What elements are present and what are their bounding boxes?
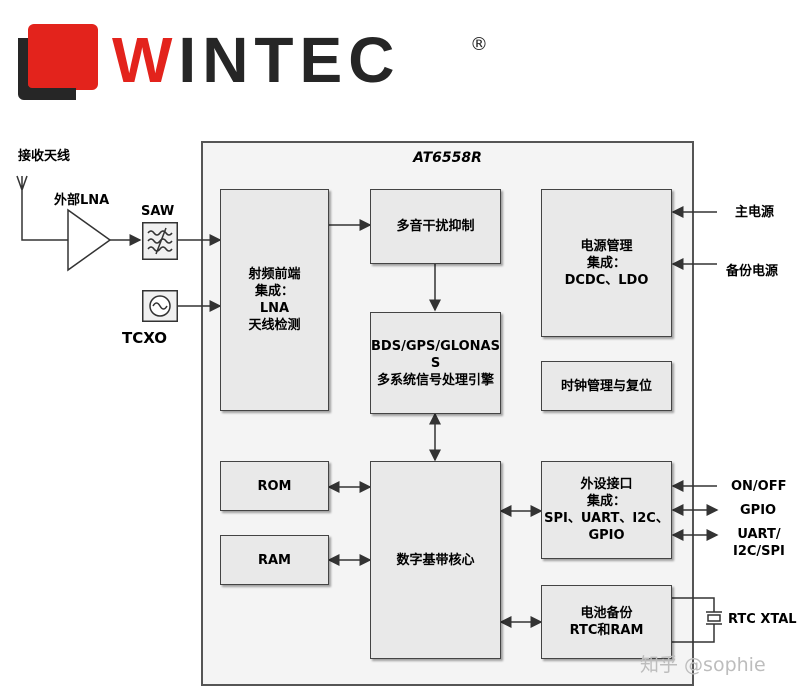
digital-baseband-block: 数字基带核心 <box>370 461 501 659</box>
signal-engine-block: BDS/GPS/GLONAS S 多系统信号处理引擎 <box>370 312 501 414</box>
tcxo-label: TCXO <box>122 329 168 347</box>
main-power-label: 主电源 <box>735 205 775 220</box>
rtc-xtal-label: RTC XTAL <box>728 612 797 627</box>
antenna-label: 接收天线 <box>18 149 71 164</box>
watermark: 知乎 @sophie <box>640 654 766 676</box>
crystal-icon <box>706 611 722 625</box>
registered-mark: ® <box>470 34 488 55</box>
lna-amplifier-icon <box>67 208 112 272</box>
battery-backup-block: 电池备份 RTC和RAM <box>541 585 672 659</box>
brand-logo-text: WINTEC <box>112 24 401 96</box>
tcxo-oscillator-icon <box>142 290 178 322</box>
backup-power-label: 备份电源 <box>726 264 779 279</box>
power-management-block: 电源管理 集成： DCDC、LDO <box>541 189 672 337</box>
rom-block: ROM <box>220 461 329 511</box>
chip-title: AT6558R <box>413 150 482 166</box>
rf-frontend-block: 射频前端 集成： LNA 天线检测 <box>220 189 329 411</box>
external-lna-label: 外部LNA <box>54 193 110 208</box>
interference-suppression-block: 多音干扰抑制 <box>370 189 501 264</box>
saw-label: SAW <box>141 204 175 219</box>
gpio-label: GPIO <box>740 503 777 518</box>
on-off-label: ON/OFF <box>731 479 787 494</box>
saw-filter-icon <box>142 222 178 260</box>
logo-mark-icon <box>18 24 98 100</box>
ram-block: RAM <box>220 535 329 585</box>
uart-i2c-spi-label: UART/ I2C/SPI <box>733 527 785 559</box>
peripheral-interface-block: 外设接口 集成： SPI、UART、I2C、 GPIO <box>541 461 672 559</box>
clock-reset-block: 时钟管理与复位 <box>541 361 672 411</box>
